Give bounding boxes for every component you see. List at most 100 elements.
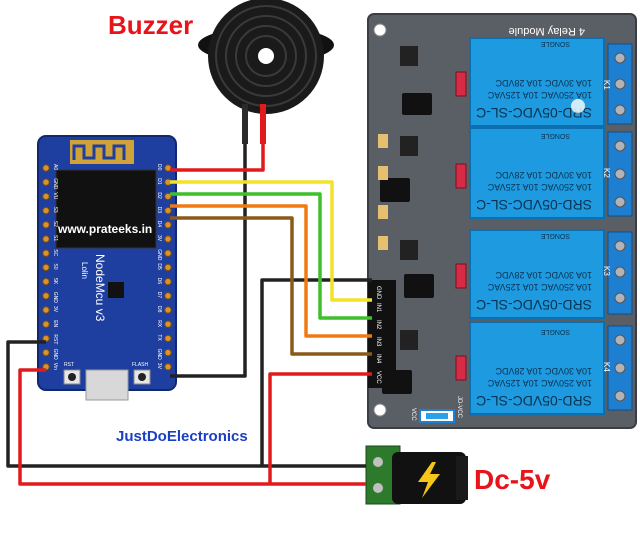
right-pin-label: RX bbox=[156, 320, 162, 328]
right-pin-label: D0 bbox=[156, 164, 162, 171]
channel-label-k2: K2 bbox=[602, 168, 611, 178]
left-pin bbox=[42, 206, 50, 215]
left-pin-label: S3 bbox=[52, 207, 58, 213]
left-pin-label: GND bbox=[52, 349, 58, 361]
flash-button[interactable] bbox=[133, 369, 151, 385]
diodes bbox=[400, 46, 418, 350]
status-leds bbox=[455, 71, 467, 381]
input-pin-in3: IN3 bbox=[375, 337, 381, 347]
right-pin bbox=[164, 306, 172, 314]
left-pin bbox=[42, 348, 50, 357]
relay-k2-rating-2: 10A 30VDC 10A 28VDC bbox=[495, 170, 592, 180]
right-pin bbox=[164, 206, 172, 215]
credit-label: JustDoElectronics bbox=[116, 428, 248, 445]
right-pin bbox=[164, 249, 172, 257]
right-pin-label: GND bbox=[156, 249, 162, 261]
right-pin-label: D8 bbox=[156, 306, 162, 313]
wire-in4 bbox=[170, 216, 372, 356]
wire-gnd-main bbox=[6, 340, 366, 468]
url-label: www.prateeks.in bbox=[58, 222, 153, 236]
right-pin bbox=[164, 192, 172, 201]
left-pin bbox=[42, 164, 50, 172]
left-pin bbox=[42, 178, 50, 186]
relay-k4-model: SRD-05VDC-SL-C bbox=[476, 393, 592, 409]
right-pin-label: 3V bbox=[156, 235, 162, 242]
right-pin bbox=[164, 277, 172, 286]
relay-k3-brand: SONGLE bbox=[540, 232, 570, 239]
left-pin-label: SK bbox=[52, 278, 58, 285]
rst-button[interactable] bbox=[63, 369, 81, 385]
right-pin bbox=[164, 263, 172, 272]
left-pin-label: S2 bbox=[52, 221, 58, 227]
right-pin-label: D3 bbox=[156, 207, 162, 214]
vcc-jumper: VCC JD-VCC bbox=[410, 396, 462, 423]
left-pin-label: 3V bbox=[52, 306, 58, 313]
power-label: Dc-5v bbox=[474, 464, 551, 495]
input-pin-in4: IN4 bbox=[375, 354, 381, 364]
left-pin bbox=[42, 249, 50, 257]
lightning-icon bbox=[418, 462, 440, 498]
left-pin bbox=[42, 235, 50, 243]
relay-module-title: 4 Relay Module bbox=[509, 25, 585, 37]
relay-k4-rating-2: 10A 30VDC 10A 28VDC bbox=[495, 366, 592, 376]
input-pin-gnd: GND bbox=[375, 286, 381, 300]
left-pin-label: GND bbox=[52, 292, 58, 304]
relay-k1-rating-1: 10A 250VAC 10A 125VAC bbox=[487, 90, 592, 100]
input-pin-vcc: VCC bbox=[375, 371, 381, 384]
left-pin-label: A0 bbox=[52, 164, 58, 170]
relay-k1-rating-2: 10A 30VDC 10A 28VDC bbox=[495, 78, 592, 88]
left-pin-label: S0 bbox=[52, 263, 58, 269]
relay-k4-rating-1: 10A 250VAC 10A 125VAC bbox=[487, 378, 592, 388]
input-pin-in2: IN2 bbox=[375, 320, 381, 330]
relay-k2-brand: SONGLE bbox=[540, 132, 570, 139]
wire-relay-gnd bbox=[260, 278, 372, 466]
channel-label-k3: K3 bbox=[602, 266, 611, 276]
left-pin-label: SC bbox=[52, 249, 58, 256]
channel-label-k1: K1 bbox=[602, 80, 611, 90]
nodemcu-subtitle: Lolin bbox=[80, 262, 89, 279]
right-pin bbox=[164, 235, 172, 243]
relay-k1-model: SRD-05VDC-SL-C bbox=[476, 105, 592, 121]
right-pin bbox=[164, 164, 172, 172]
wire-buzzer-gnd bbox=[170, 144, 247, 378]
left-pin bbox=[42, 277, 50, 286]
left-pin-label: GND bbox=[52, 178, 58, 190]
relay-k4-brand: SONGLE bbox=[540, 328, 570, 335]
channel-label-k4: K4 bbox=[602, 362, 611, 372]
left-pin-label: S1 bbox=[52, 235, 58, 241]
relay-k1-brand: SONGLE bbox=[540, 40, 570, 47]
wire-in1 bbox=[170, 180, 372, 302]
left-pin bbox=[42, 292, 50, 300]
dc-jack bbox=[365, 445, 468, 505]
right-pin-label: D7 bbox=[156, 292, 162, 299]
rst-label: RST bbox=[64, 362, 74, 368]
left-pin-label: RST bbox=[52, 334, 58, 344]
nodemcu-name: NodeMcu v3 bbox=[93, 254, 107, 322]
relay-k1: SRD-05VDC-SL-C 10A 250VAC 10A 125VAC 10A… bbox=[469, 37, 605, 127]
relay-k2-model: SRD-05VDC-SL-C bbox=[476, 197, 592, 213]
buzzer-label: Buzzer bbox=[108, 10, 194, 40]
relay-k3-rating-2: 10A 30VDC 10A 28VDC bbox=[495, 270, 592, 280]
relay-k3: SRD-05VDC-SL-C 10A 250VAC 10A 125VAC 10A… bbox=[469, 229, 605, 319]
right-pin-label: D4 bbox=[156, 221, 162, 228]
relay-module: 4 Relay Module SRD-05VDC-SL-C 10A 250VAC… bbox=[367, 13, 637, 429]
relay-k3-rating-1: 10A 250VAC 10A 125VAC bbox=[487, 282, 592, 292]
right-pin bbox=[164, 292, 172, 300]
left-pin bbox=[42, 320, 50, 328]
right-pin-label: D5 bbox=[156, 263, 162, 270]
resistors bbox=[378, 134, 388, 250]
terminal-blocks bbox=[607, 43, 633, 411]
wire-relay-vcc bbox=[268, 372, 372, 484]
right-pin-label: GND bbox=[156, 349, 162, 361]
flash-label: FLASH bbox=[132, 362, 149, 368]
wire-in3 bbox=[170, 204, 372, 338]
relay-k3-model: SRD-05VDC-SL-C bbox=[476, 297, 592, 313]
left-pin-label: Vin bbox=[52, 363, 58, 370]
buzzer bbox=[198, 0, 334, 144]
wires bbox=[6, 144, 372, 486]
jumper-label-jdvcc: JD-VCC bbox=[456, 396, 462, 419]
